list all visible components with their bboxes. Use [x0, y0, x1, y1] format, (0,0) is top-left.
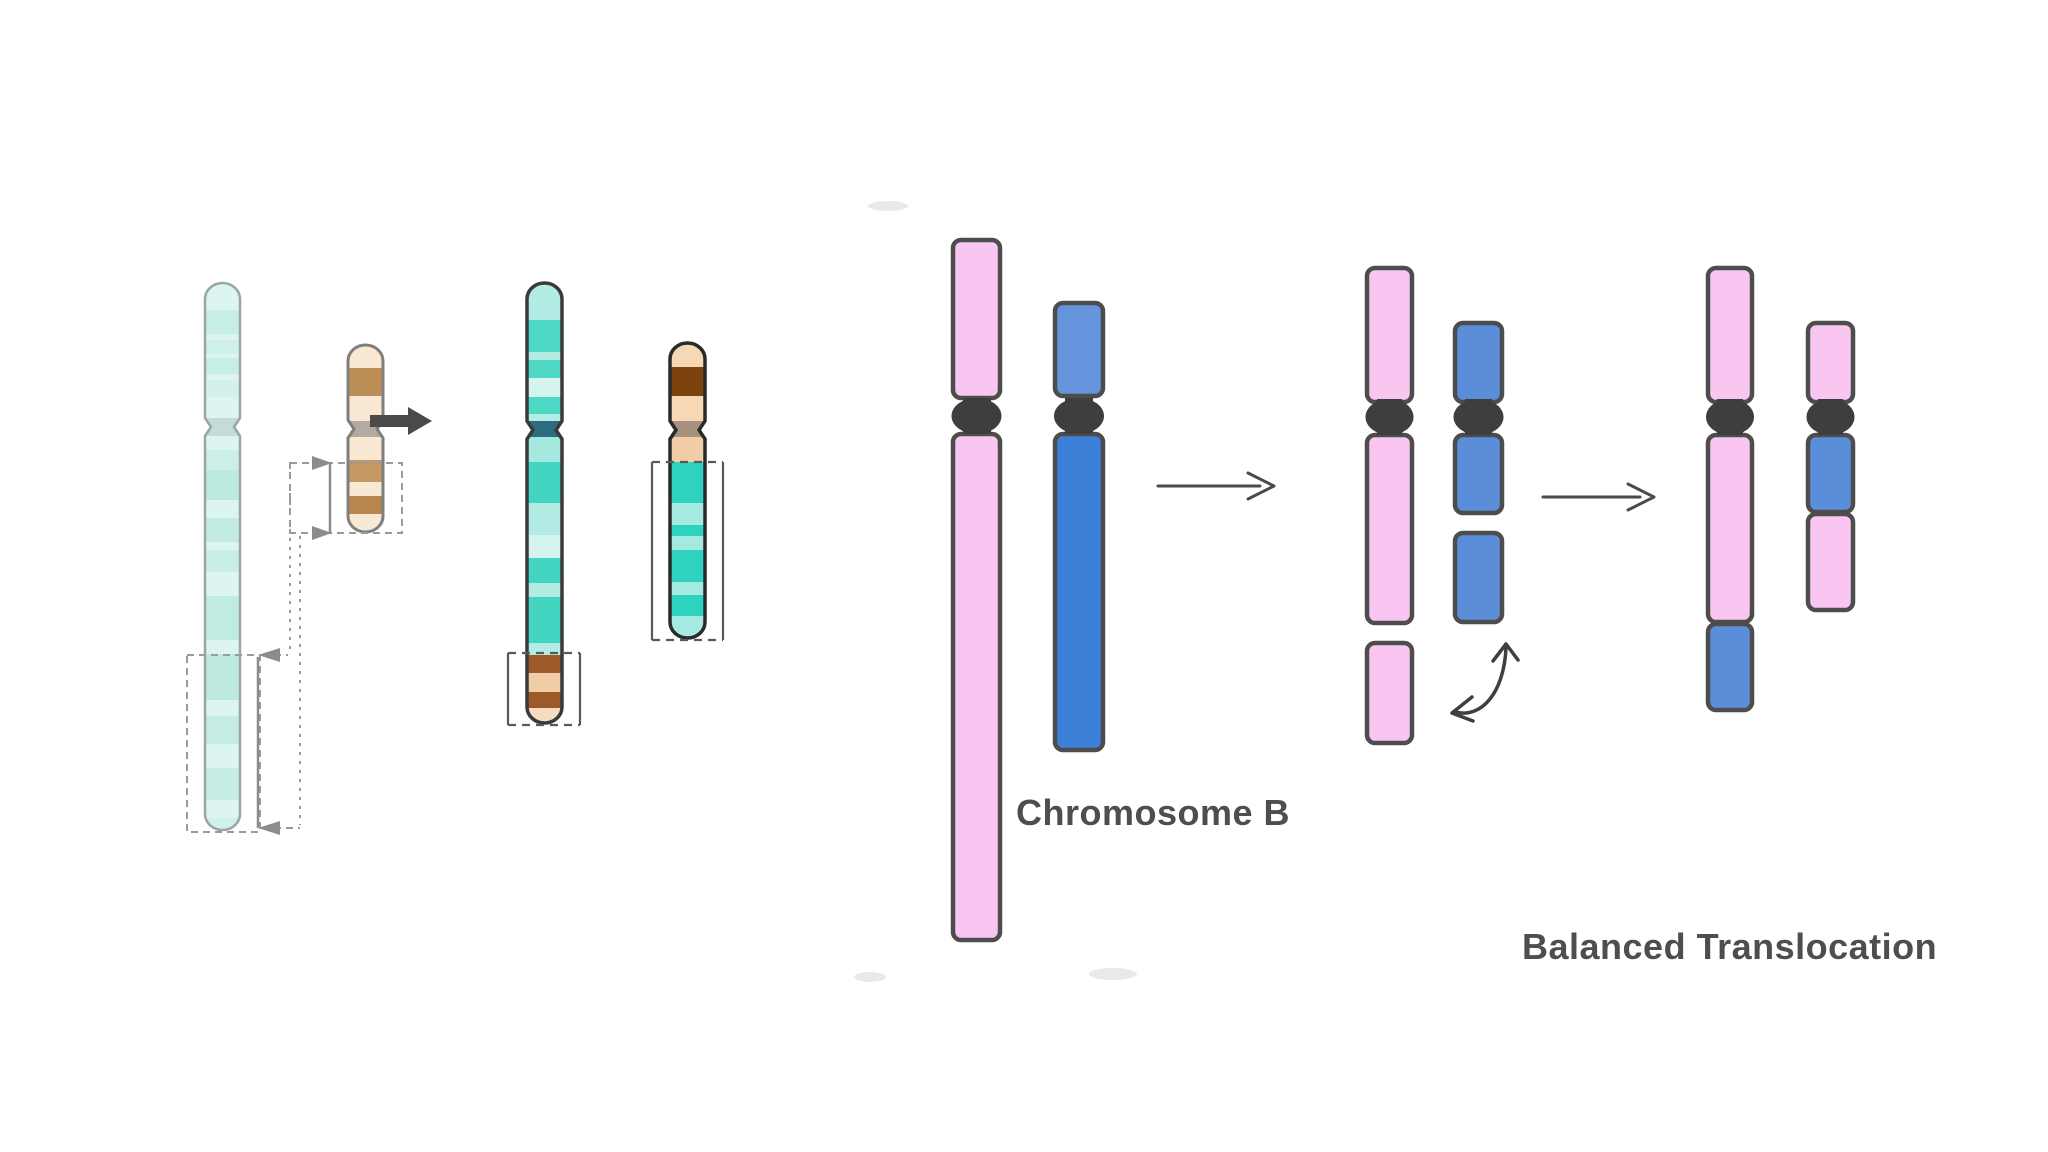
centromere: [1054, 398, 1104, 434]
balanced-translocation-diagram: [854, 201, 1856, 982]
arrow-right-icon: [1156, 471, 1276, 501]
chromosome-b-ideogram: [346, 343, 385, 534]
erased-label-remnant: [868, 201, 908, 211]
derivative-chromosome-b: [1805, 320, 1856, 613]
translocated-segment-box-b: [650, 460, 725, 642]
translocated-pink-segment: [1805, 511, 1856, 613]
insertional-translocation-diagram: [186, 281, 725, 835]
chromosome-b-normal: [1052, 300, 1106, 753]
derivative-chromosome-b-ideogram: [668, 341, 707, 640]
curved-swap-arrow-icon: [1450, 642, 1520, 723]
chromosome-a-broken: [1364, 265, 1415, 746]
arrow-right-icon: [1541, 482, 1656, 512]
arrow-right-icon: [370, 407, 432, 435]
translocated-blue-segment: [1705, 621, 1755, 713]
chromosome-a-normal: [950, 237, 1003, 943]
chromosome-a-ideogram: [203, 281, 242, 832]
centromere: [951, 398, 1002, 434]
segment-box-a: [186, 654, 261, 833]
centromere: [1365, 399, 1414, 435]
detached-blue-segment: [1452, 530, 1505, 625]
segment-box-b: [289, 462, 403, 534]
balanced-translocation-label: Balanced Translocation: [1522, 926, 1938, 967]
centromere: [1453, 399, 1504, 435]
detached-pink-segment: [1364, 640, 1415, 746]
erased-label-remnant: [854, 972, 886, 982]
derivative-chromosome-a-ideogram: [525, 281, 564, 725]
chromosome-b-broken: [1452, 320, 1505, 625]
erased-label-remnant: [1089, 968, 1137, 980]
segment-annotation: [186, 456, 403, 835]
translocated-segment-box-a: [506, 651, 582, 727]
derivative-chromosome-a: [1705, 265, 1755, 713]
centromere: [1806, 399, 1855, 435]
centromere: [1706, 399, 1754, 435]
chromosome-b-label: Chromosome B: [1016, 792, 1291, 833]
